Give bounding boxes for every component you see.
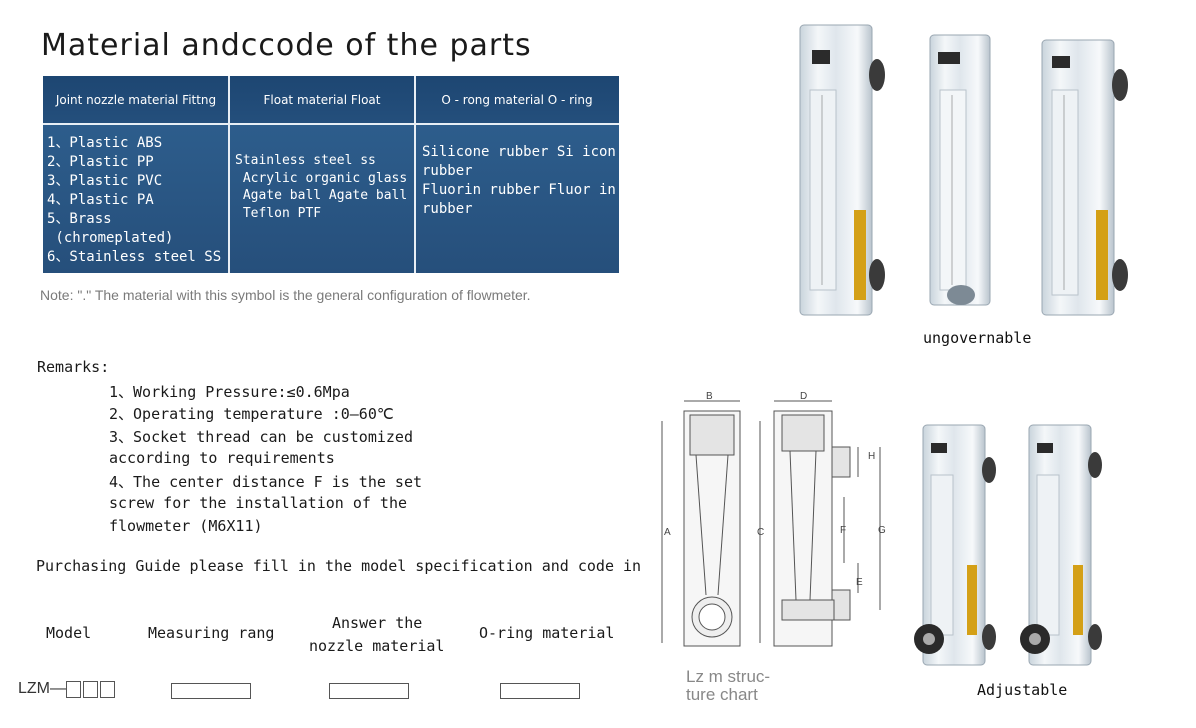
header-float: Float material Float	[229, 76, 415, 124]
col-oring: O-ring material	[479, 624, 615, 642]
oring-list: Silicone rubber Si icon rubber Fluorin r…	[422, 144, 616, 217]
flowmeter-2	[929, 34, 991, 306]
remark-line: 1、Working Pressure:≤0.6Mpa	[109, 383, 350, 401]
code-box[interactable]	[66, 680, 81, 698]
structure-caption-line: Lz m struc-	[686, 667, 771, 686]
cell-float: Stainless steel ss Acrylic organic glass…	[229, 124, 415, 273]
label-c: C	[757, 527, 764, 538]
table-divider	[228, 76, 230, 273]
nozzle-field[interactable]	[329, 683, 409, 699]
remark-line: 3、Socket thread can be customized	[109, 428, 413, 446]
remarks-heading: Remarks:	[37, 358, 110, 376]
table-divider	[43, 123, 619, 125]
label-h: H	[868, 451, 875, 462]
remark-line: screw for the installation of the	[109, 494, 408, 512]
label-b: B	[706, 391, 713, 402]
flowmeter-adjustable-2	[1020, 424, 1102, 666]
flowmeter-1	[799, 24, 885, 316]
purchasing-guide: Purchasing Guide please fill in the mode…	[36, 557, 642, 575]
range-field[interactable]	[171, 683, 251, 699]
caption-structure: Lz m struc- ture chart	[686, 668, 770, 704]
caption-ungovernable: ungovernable	[923, 329, 1032, 347]
oring-field[interactable]	[500, 683, 580, 699]
label-f: F	[840, 525, 846, 536]
caption-adjustable: Adjustable	[977, 681, 1068, 699]
material-table: Joint nozzle material Fittng Float mater…	[43, 76, 619, 273]
code-box[interactable]	[83, 680, 98, 698]
flowmeter-3	[1041, 39, 1128, 316]
note-text: Note: "." The material with this symbol …	[40, 287, 531, 303]
col-model: Model	[46, 624, 92, 642]
fitting-list: 1、Plastic ABS 2、Plastic PP 3、Plastic PVC…	[47, 135, 222, 265]
cell-oring: Silicone rubber Si icon rubber Fluorin r…	[415, 124, 619, 273]
label-g: G	[878, 525, 886, 536]
remark-line: according to requirements	[109, 449, 335, 467]
page-title: Material andccode of the parts	[41, 28, 532, 63]
model-prefix: LZM—	[18, 680, 66, 697]
col-range: Measuring rang	[148, 624, 275, 642]
label-d: D	[800, 391, 807, 402]
header-fitting: Joint nozzle material Fittng	[43, 76, 229, 124]
table-divider	[414, 76, 416, 273]
structure-caption-line: ture chart	[686, 685, 758, 704]
flowmeter-photos-bottom	[914, 424, 1102, 666]
flowmeter-adjustable-1	[914, 424, 996, 666]
remark-line: 2、Operating temperature :0—60℃	[109, 405, 394, 423]
label-e: E	[856, 577, 863, 588]
model-code: LZM—	[18, 680, 117, 698]
label-a: A	[664, 527, 671, 538]
float-list: Stainless steel ss Acrylic organic glass…	[235, 153, 408, 221]
structure-chart: B D A C H F G E	[661, 391, 886, 647]
flowmeter-photos-top	[799, 24, 1128, 316]
col-nozzle-1: Answer the	[332, 614, 423, 632]
remark-line: 4、The center distance F is the set	[109, 473, 423, 491]
col-nozzle-2: nozzle material	[309, 637, 445, 655]
cell-fitting: 1、Plastic ABS 2、Plastic PP 3、Plastic PVC…	[43, 124, 229, 273]
remark-line: flowmeter (M6X11)	[109, 517, 263, 535]
code-box[interactable]	[100, 680, 115, 698]
header-oring: O - rong material O - ring	[415, 76, 619, 124]
